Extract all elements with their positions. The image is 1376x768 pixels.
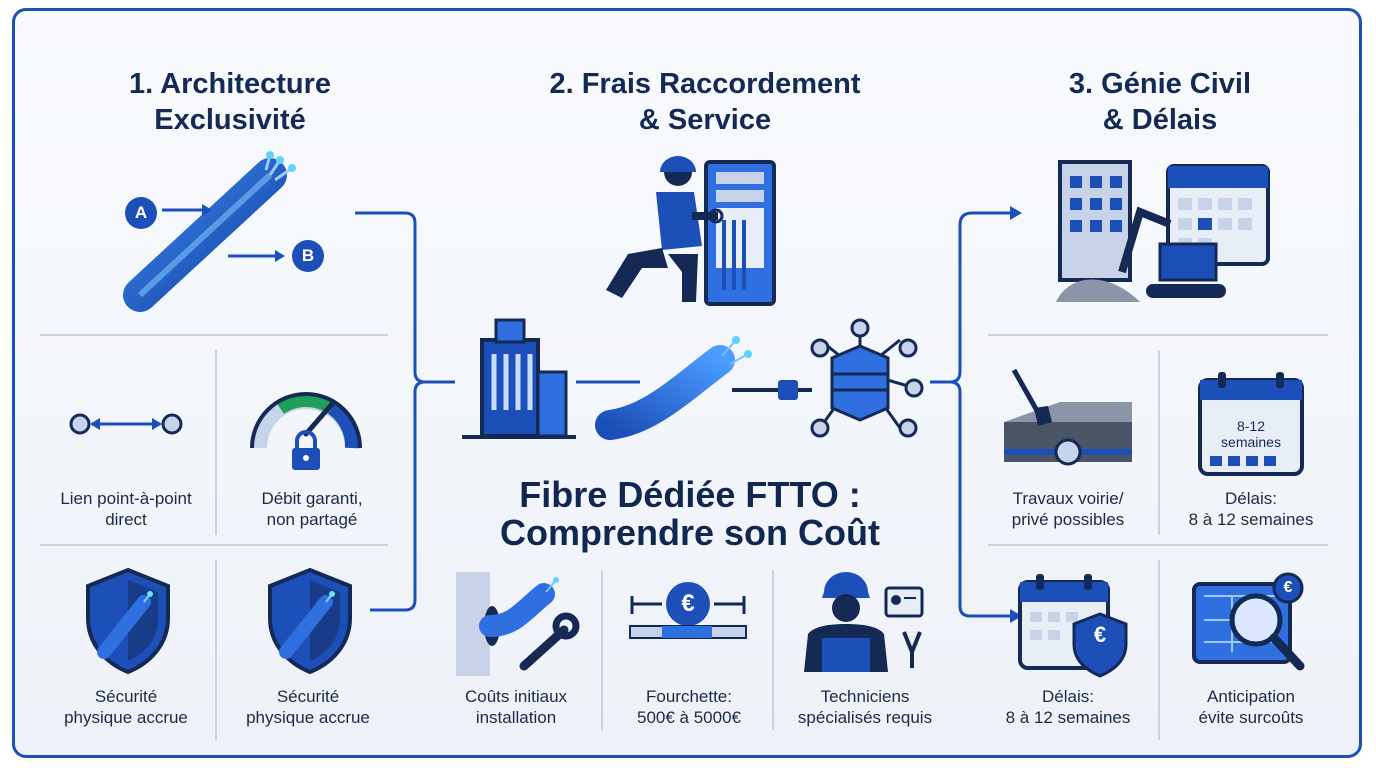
shield-fiber-icon	[86, 567, 170, 675]
section-title-architecture: 1. Architecture Exclusivité	[129, 68, 331, 136]
divider	[1158, 560, 1160, 740]
technician-server-icon	[606, 156, 776, 306]
endpoint-a-icon	[125, 197, 157, 229]
point-to-point-icon	[69, 413, 183, 435]
fiber-cable-icon	[123, 151, 296, 312]
divider	[215, 350, 217, 535]
technician-icon	[804, 572, 924, 672]
label-point-to-point: Lien point-à-point direct	[60, 489, 192, 529]
label-couts-initiaux: Coûts initiaux installation	[464, 687, 568, 727]
section-title-raccordement: 2. Frais Raccordement & Service	[549, 68, 861, 136]
divider	[772, 570, 774, 730]
section-title-genie-civil: 3. Génie Civil & Délais	[1068, 68, 1252, 136]
label-securite-1: Sécurité physique accrue	[64, 687, 188, 727]
euro-range-icon	[629, 582, 747, 639]
label-delais-2: Délais: 8 à 12 semaines	[1005, 687, 1131, 727]
divider	[1158, 350, 1160, 535]
divider	[601, 570, 603, 730]
blueprint-euro-symbol: €	[1283, 579, 1293, 596]
gauge-lock-icon	[250, 392, 362, 470]
calendar-icon	[1198, 372, 1304, 476]
road-works-icon	[1004, 368, 1132, 466]
divider	[215, 560, 217, 740]
endpoint-b-label: B	[301, 246, 315, 265]
shield-fiber-icon	[268, 567, 352, 675]
main-title: Fibre Dédiée FTTO : Comprendre son Coût	[499, 474, 880, 553]
label-anticipation: Anticipation évite surcoûts	[1198, 687, 1304, 727]
construction-calendar-icon	[1056, 160, 1270, 302]
label-travaux: Travaux voirie/ privé possibles	[1011, 489, 1125, 529]
calendar-euro-shield-icon	[1018, 574, 1128, 678]
label-delais-1: Délais: 8 à 12 semaines	[1188, 489, 1314, 529]
blueprint-magnifier-icon	[1192, 572, 1305, 671]
wall-fiber-wrench-icon	[456, 572, 580, 676]
euro-symbol: €	[681, 590, 695, 617]
endpoint-a-label: A	[134, 203, 148, 222]
endpoint-b-icon	[292, 240, 324, 272]
shield-euro-symbol: €	[1093, 622, 1107, 647]
label-debit-garanti: Débit garanti, non partagé	[261, 489, 363, 529]
divider	[988, 334, 1328, 336]
divider	[40, 334, 388, 336]
divider	[40, 544, 388, 546]
label-securite-2: Sécurité physique accrue	[246, 687, 370, 727]
calendar-text: 8-12 semaines	[1221, 418, 1281, 450]
label-fourchette: Fourchette: 500€ à 5000€	[637, 687, 741, 727]
building-fiber-network-icon	[462, 318, 924, 440]
divider	[988, 544, 1328, 546]
label-techniciens: Techniciens spécialisés requis	[797, 687, 933, 727]
